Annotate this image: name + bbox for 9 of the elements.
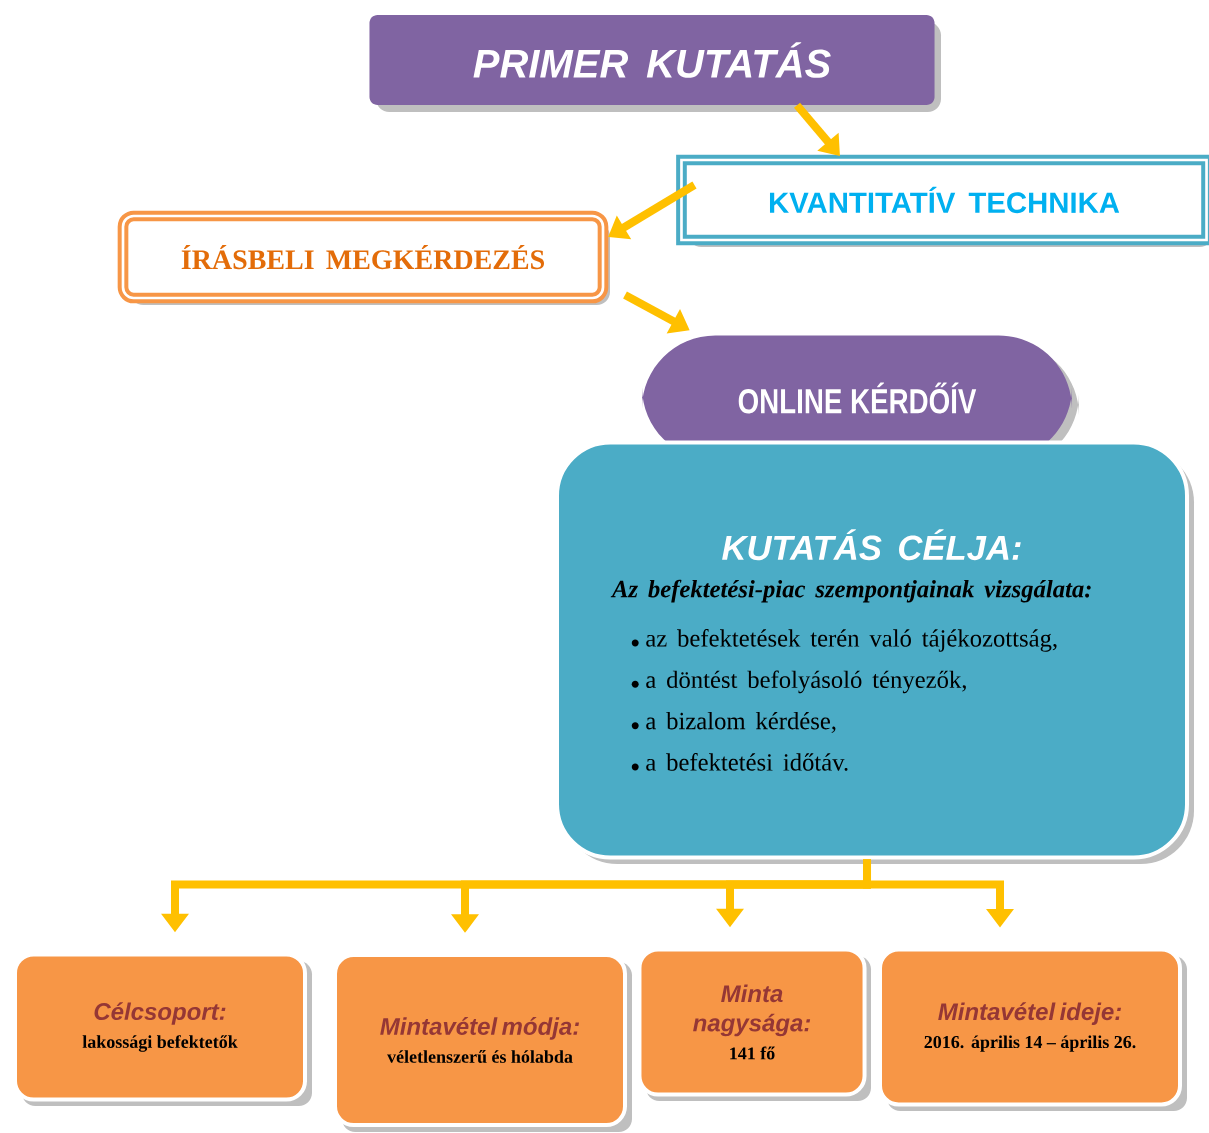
method-box: ÍRÁSBELI MEGKÉRDEZÉS <box>117 210 610 305</box>
info-box: Mintavétel módja: véletlenszerű és hólabda <box>333 953 632 1132</box>
info-box: Mintavétel ideje: 2016. április 14 – április 26. <box>878 947 1187 1111</box>
technique-box: KVANTITATÍV TECHNIKA <box>676 154 1209 247</box>
info-box: Minta nagysága: 141 fő <box>637 947 871 1101</box>
title-box: PRIMER KUTATÁS <box>369 15 941 112</box>
arrow <box>793 102 840 156</box>
info-box: Célcsoport: lakossági befektetők <box>13 952 312 1106</box>
goal-box: KUTATÁS CÉLJA: Az befektetési-piac szempontjainak vizsgálata: az befektetések terén való tájékozottság, a döntést befolyásoló tényezők, a bizalom kérdése, a befektetési időtáv. <box>555 440 1194 864</box>
